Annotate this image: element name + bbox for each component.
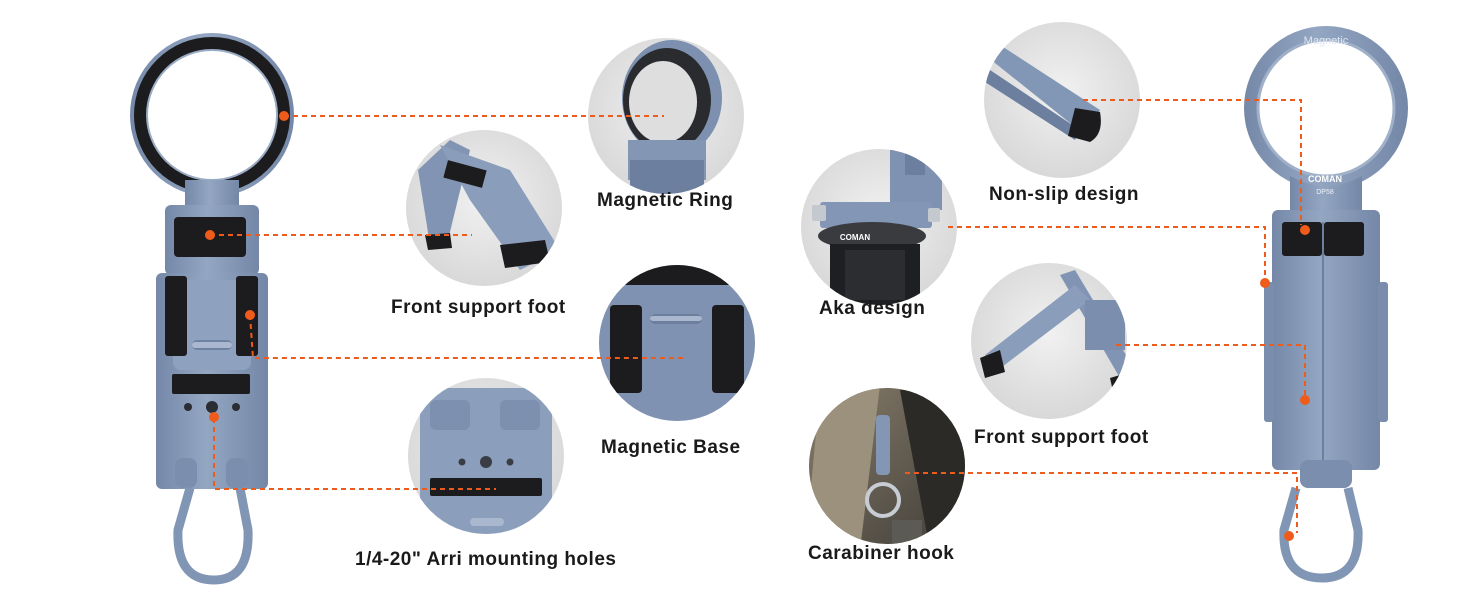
callout-dot-non-slip	[1300, 225, 1310, 235]
detail-front-foot-left	[406, 130, 562, 286]
label-carabiner: Carabiner hook	[808, 543, 955, 564]
callout-dot-arri	[209, 412, 219, 422]
callout-dot-carabiner	[1284, 531, 1294, 541]
label-aka-design: Aka design	[819, 298, 926, 319]
callout-line-aka	[948, 226, 1266, 280]
label-front-support-foot-right: Front support foot	[974, 427, 1149, 448]
callout-dot-magnetic-ring	[279, 111, 289, 121]
right-device: Magnetic COMAN DP58	[1244, 26, 1408, 583]
brand-text: COMAN	[1308, 174, 1342, 184]
callout-dot-front-foot-right	[1300, 395, 1310, 405]
callout-lines	[210, 99, 1306, 533]
detail-carabiner	[809, 388, 965, 544]
callout-dot-front-foot-left	[205, 230, 215, 240]
clamp-brand-text: COMAN	[840, 233, 870, 242]
callout-dot-aka	[1260, 278, 1270, 288]
detail-arri-holes	[408, 378, 564, 534]
callout-dots	[205, 111, 1310, 541]
label-arri-holes: 1/4-20" Arri mounting holes	[355, 549, 617, 570]
detail-front-foot-right	[971, 263, 1127, 419]
model-text: DP58	[1316, 189, 1334, 196]
callout-dot-magnetic-base	[245, 310, 255, 320]
ring-word-text: Magnetic	[1304, 35, 1349, 47]
left-device	[130, 33, 294, 585]
label-magnetic-base: Magnetic Base	[601, 437, 741, 458]
detail-non-slip	[984, 22, 1140, 178]
label-front-support-foot-left: Front support foot	[391, 297, 566, 318]
detail-aka-design: COMAN	[801, 149, 957, 305]
label-magnetic-ring: Magnetic Ring	[597, 190, 734, 211]
callout-line-carabiner	[905, 472, 1298, 533]
callout-line-non-slip	[1083, 99, 1302, 225]
callout-line-front-foot-right	[1116, 344, 1306, 398]
detail-magnetic-ring	[588, 38, 744, 194]
label-non-slip: Non-slip design	[989, 184, 1139, 205]
detail-magnetic-base	[599, 265, 755, 421]
